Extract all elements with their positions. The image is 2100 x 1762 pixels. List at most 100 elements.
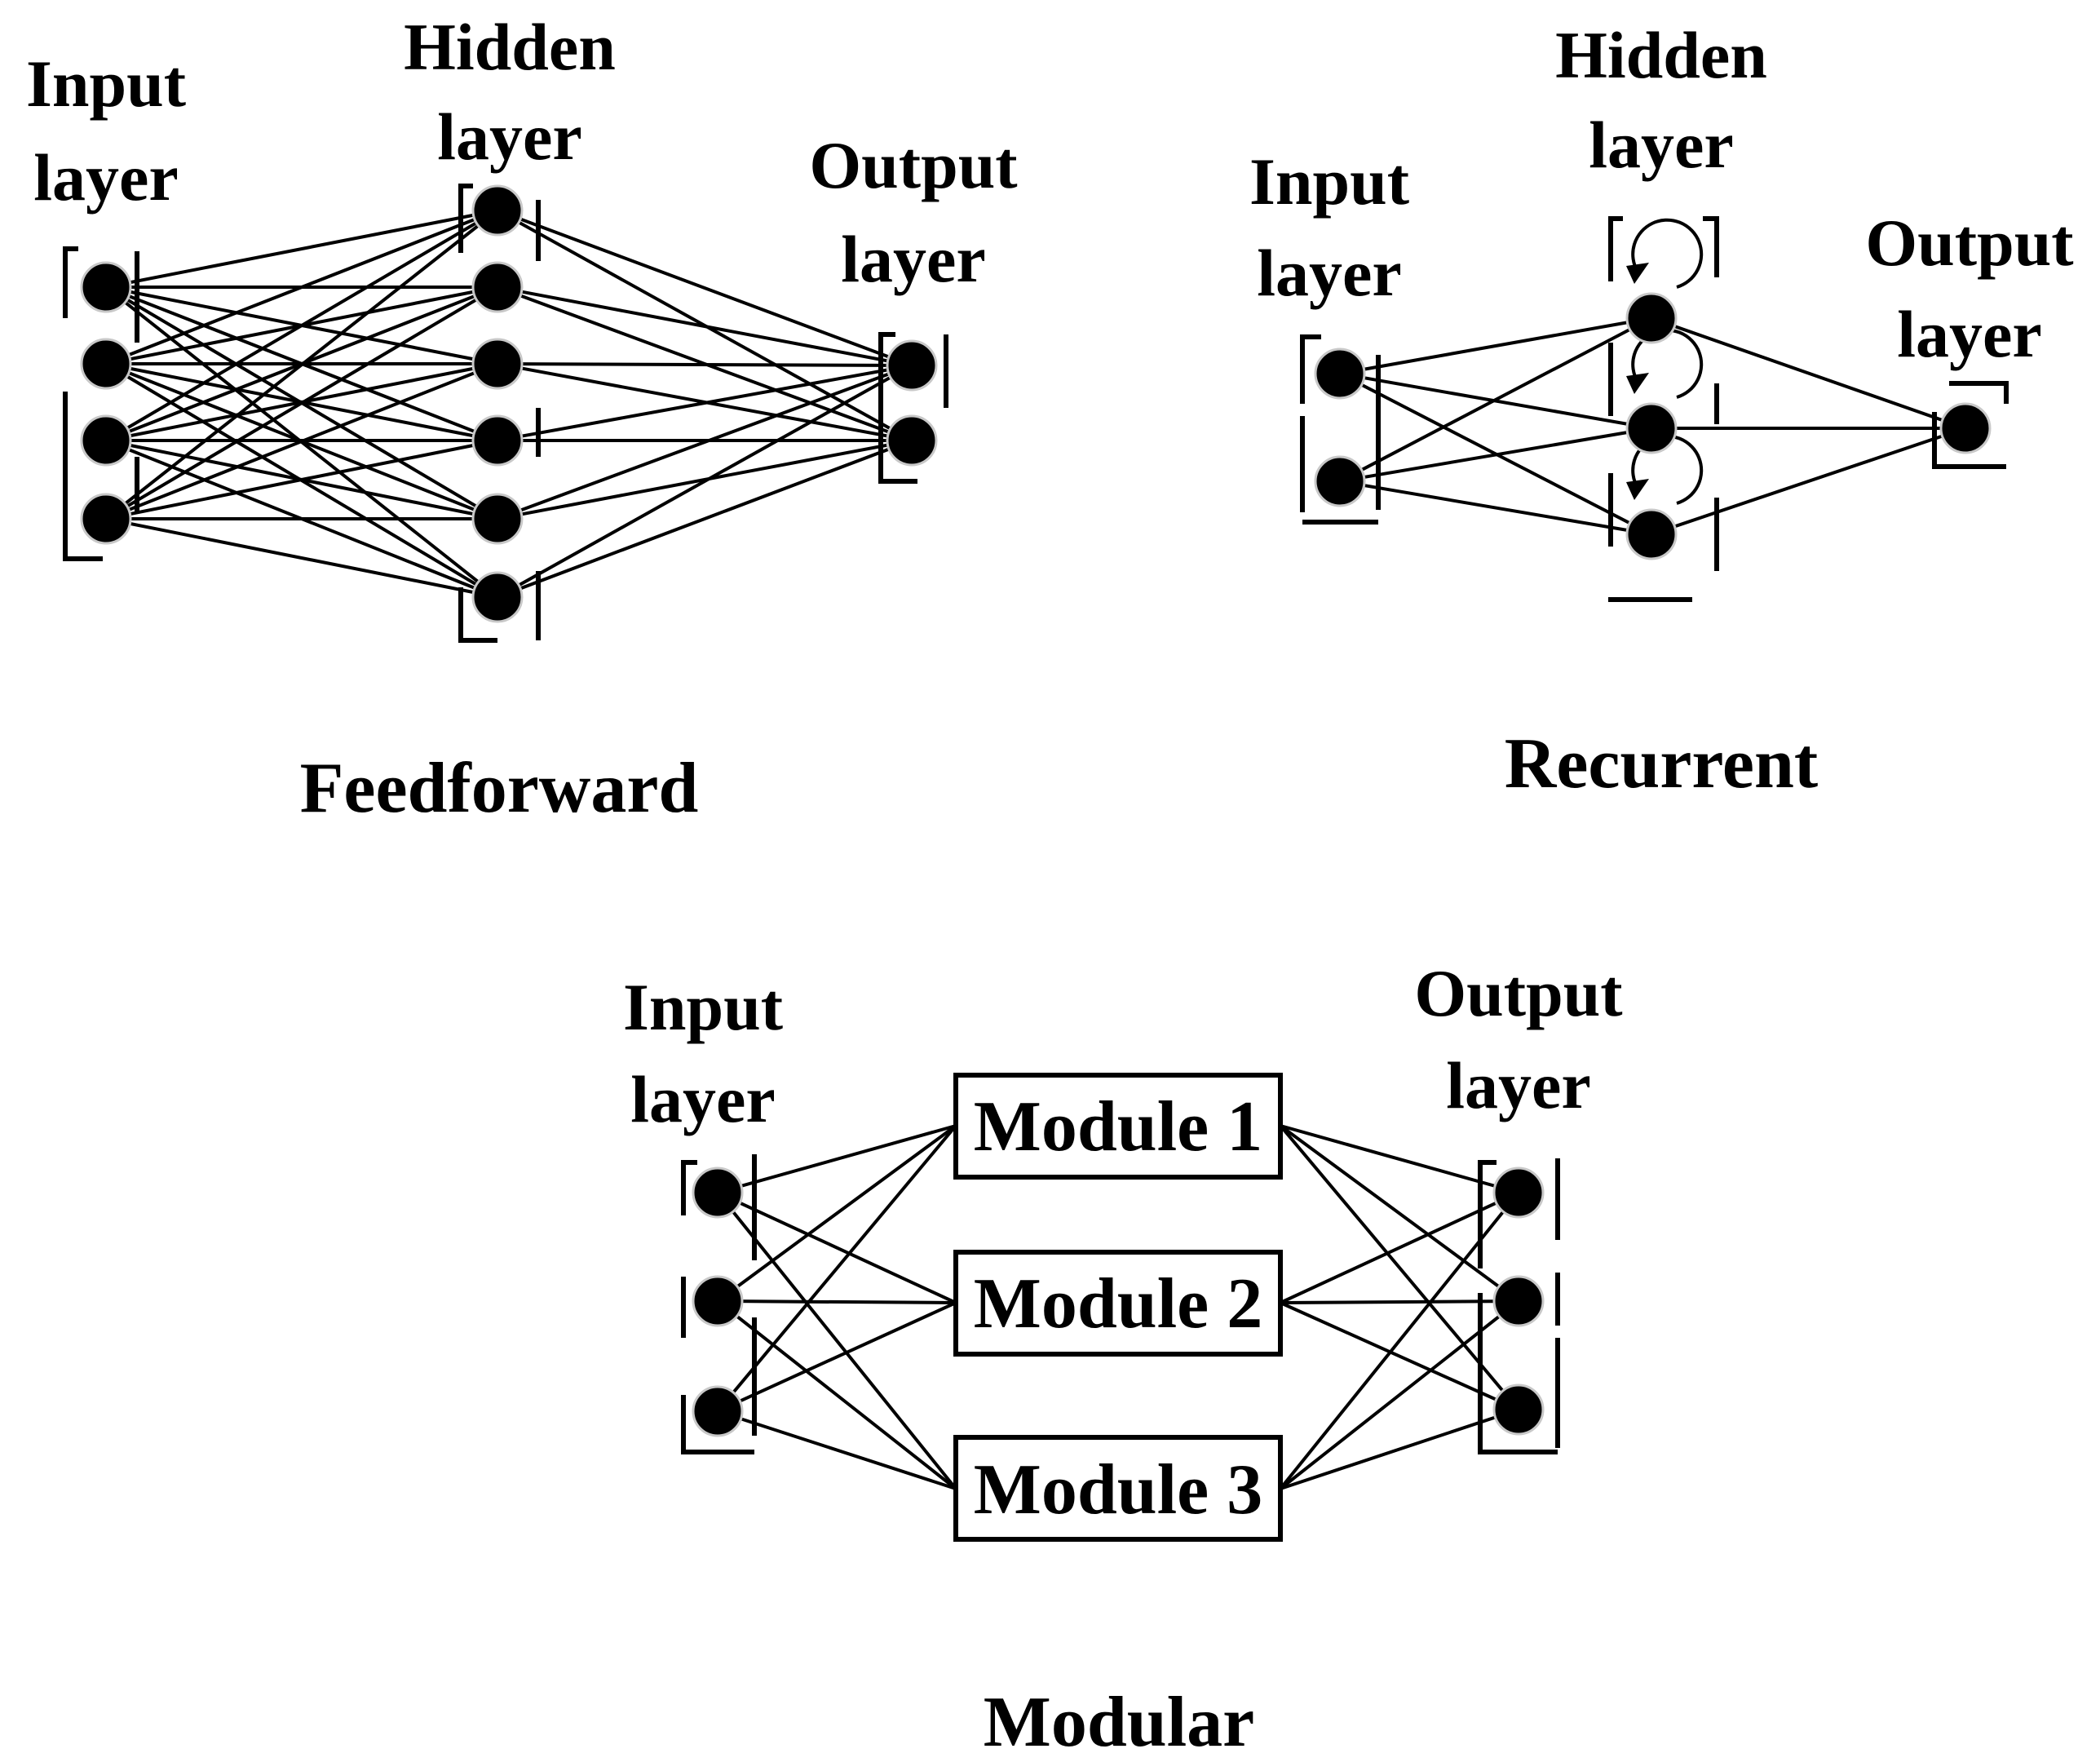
- ff-input-node-1: [80, 261, 132, 313]
- md-output-node-3: [1492, 1383, 1545, 1436]
- md-input-module-edge-1-1: [717, 1124, 957, 1194]
- feedforward-output-label-line1: Output: [809, 128, 1017, 202]
- rc-self-loop-arrowhead-1: [1626, 263, 1649, 284]
- md-module-output-edge-2-1: [1280, 1191, 1519, 1304]
- ff-hidden-node-5: [471, 493, 524, 545]
- recurrent-output-label-line2: layer: [1897, 297, 2042, 371]
- ff-output-node-2: [886, 414, 938, 467]
- md-module-output-edge-3-1: [1279, 1191, 1520, 1490]
- ff-hidden-node-2: [471, 261, 524, 313]
- recurrent-caption: Recurrent: [1505, 724, 1818, 804]
- recurrent-output-bracket: [1932, 381, 2009, 469]
- ff-hidden-node-1: [471, 184, 524, 237]
- module-2-label: Module 2: [974, 1264, 1262, 1344]
- rc-self-loop-arrowhead-2: [1626, 373, 1649, 394]
- rc-output-node-1: [1939, 402, 1992, 454]
- md-output-node-2: [1492, 1275, 1545, 1327]
- md-input-node-1: [692, 1167, 744, 1219]
- ff-input-node-4: [80, 493, 132, 545]
- modular-input-bracket: [681, 1154, 757, 1454]
- modular-nodes: [692, 1167, 1545, 1437]
- ff-input-node-3: [80, 414, 132, 467]
- recurrent-hidden-label-line2: layer: [1589, 108, 1734, 182]
- ff-hidden-node-3: [471, 338, 524, 390]
- md-input-module-edge-2-2: [717, 1299, 957, 1304]
- modular-output-bracket: [1478, 1158, 1560, 1454]
- rc-input-hidden-edge-2-3: [1339, 480, 1652, 536]
- rc-self-loop-3: [1631, 434, 1704, 505]
- feedforward-output-bracket: [878, 332, 948, 484]
- ff-hidden-output-edge-5-1: [497, 364, 913, 520]
- ff-input-hidden-edge-4-1: [104, 209, 499, 520]
- feedforward-edges: [104, 209, 913, 599]
- feedforward-input-label-line2: layer: [33, 140, 179, 215]
- recurrent-edges: [1339, 317, 1966, 536]
- md-module-output-edge-3-3: [1280, 1408, 1519, 1490]
- module-2-box: Module 2: [953, 1250, 1283, 1357]
- recurrent-input-bracket: [1300, 334, 1381, 525]
- modular-input-label-line2: layer: [630, 1062, 776, 1136]
- ff-input-node-2: [80, 338, 132, 390]
- modular-caption: Modular: [984, 1683, 1254, 1762]
- module-3-box: Module 3: [953, 1435, 1283, 1542]
- ff-hidden-output-edge-6-2: [497, 439, 913, 599]
- ff-input-hidden-edge-4-3: [105, 362, 498, 520]
- md-output-node-1: [1492, 1167, 1545, 1219]
- rc-input-node-1: [1314, 348, 1366, 400]
- ff-input-hidden-edge-2-1: [105, 209, 498, 365]
- module-1-label: Module 1: [974, 1087, 1262, 1167]
- feedforward-hidden-label-line2: layer: [437, 100, 582, 174]
- ff-hidden-output-edge-6-1: [497, 364, 913, 599]
- modular-output-label-line2: layer: [1446, 1048, 1591, 1122]
- feedforward-output-label-line2: layer: [841, 222, 986, 296]
- md-module-output-edge-1-3: [1279, 1124, 1520, 1411]
- md-input-module-edge-2-3: [716, 1299, 957, 1490]
- md-input-module-edge-3-1: [716, 1124, 957, 1413]
- ff-input-hidden-edge-1-1: [105, 209, 498, 289]
- rc-self-loop-2: [1631, 328, 1704, 399]
- md-module-output-edge-1-1: [1280, 1124, 1519, 1194]
- rc-input-hidden-edge-2-2: [1339, 427, 1652, 483]
- md-input-module-edge-3-2: [717, 1301, 957, 1413]
- modular-output-label-line1: Output: [1414, 956, 1622, 1030]
- md-input-node-3: [692, 1385, 744, 1437]
- rc-hidden-output-edge-3-1: [1651, 427, 1966, 536]
- ff-output-node-1: [886, 339, 938, 392]
- recurrent-hidden-label-line1: Hidden: [1555, 18, 1767, 92]
- recurrent-hidden-bracket: [1608, 216, 1719, 602]
- feedforward-caption: Feedforward: [300, 749, 699, 828]
- recurrent-network: Input layer Hidden layer Output layer Re…: [1249, 18, 2074, 804]
- recurrent-self-loops: [1626, 218, 1704, 505]
- ff-input-hidden-edge-4-6: [105, 517, 498, 599]
- modular-network: Module 1 Module 2 Module 3 Input layer O…: [623, 956, 1623, 1762]
- rc-input-hidden-edge-2-1: [1339, 317, 1652, 483]
- rc-self-loop-arrowhead-3: [1626, 479, 1649, 500]
- rc-input-node-2: [1314, 455, 1366, 507]
- md-input-module-edge-1-2: [717, 1191, 957, 1304]
- ff-hidden-output-edge-1-1: [497, 209, 913, 367]
- ff-input-hidden-edge-3-1: [104, 209, 499, 442]
- modular-input-label-line1: Input: [623, 970, 783, 1044]
- feedforward-input-bracket: [63, 246, 139, 561]
- ff-input-hidden-edge-4-2: [104, 286, 499, 520]
- ff-hidden-node-6: [471, 571, 524, 623]
- md-input-module-edge-1-3: [716, 1191, 957, 1490]
- ff-hidden-node-4: [471, 414, 524, 467]
- rc-hidden-node-1: [1625, 292, 1678, 344]
- recurrent-output-label-line1: Output: [1865, 206, 2073, 280]
- rc-input-hidden-edge-1-1: [1339, 317, 1652, 375]
- recurrent-nodes: [1314, 292, 1992, 560]
- rc-hidden-node-2: [1625, 402, 1678, 454]
- ff-hidden-output-edge-2-1: [497, 286, 913, 367]
- feedforward-hidden-bracket: [458, 184, 541, 643]
- feedforward-network: Input layer Hidden layer Output layer Fe…: [26, 10, 1018, 828]
- md-module-output-edge-2-2: [1280, 1299, 1519, 1304]
- ff-hidden-output-edge-3-1: [497, 362, 913, 367]
- rc-hidden-output-edge-1-1: [1651, 317, 1966, 430]
- ff-hidden-output-edge-4-1: [497, 364, 913, 442]
- recurrent-input-label-line1: Input: [1249, 144, 1409, 219]
- module-3-label: Module 3: [974, 1450, 1262, 1530]
- recurrent-input-label-line2: layer: [1257, 236, 1402, 310]
- md-input-module-edge-3-3: [717, 1410, 957, 1490]
